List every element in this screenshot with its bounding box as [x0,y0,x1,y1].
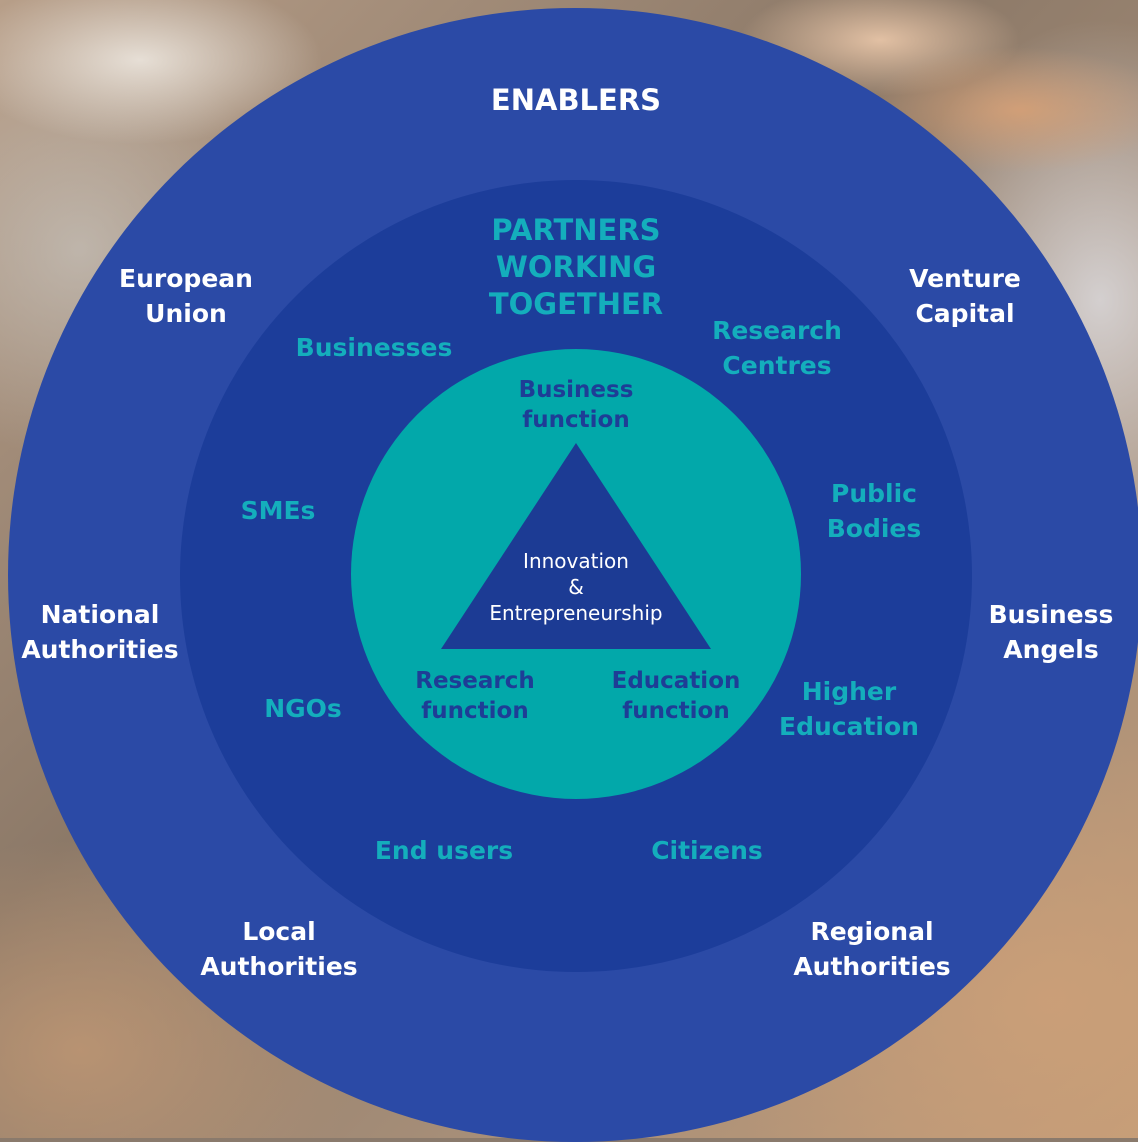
core-label: Innovation & Entrepreneurship [476,548,676,626]
partner-businesses: Businesses [295,333,453,362]
education-function: Education function [611,668,741,724]
business-function: Business function [518,377,634,433]
core-line-innovation: Innovation [523,549,629,573]
enabler-regional-authorities: Regional Authorities [793,917,951,981]
enabler-local-authorities: Local Authorities [200,917,358,981]
core-line-entrepreneurship: Entrepreneurship [489,601,663,625]
partners-title: PARTNERS WORKING TOGETHER [488,213,664,321]
enabler-venture-capital: Venture Capital [909,264,1021,328]
partner-ngos: NGOs [264,694,342,723]
partner-research-centres: Research Centres [712,316,842,380]
partner-public-bodies: Public Bodies [826,479,922,543]
core-line-ampersand: & [568,575,584,599]
enablers-title: ENABLERS [490,83,662,117]
partner-higher-education: Higher Education [779,677,919,741]
enabler-national-authorities: National Authorities [21,600,179,664]
partner-citizens: Citizens [651,836,763,865]
partner-smes: SMEs [240,496,316,525]
partner-end-users: End users [374,836,514,865]
enabler-european-union: European Union [119,264,253,328]
enabler-business-angels: Business Angels [988,600,1114,664]
research-function: Research function [415,668,535,724]
